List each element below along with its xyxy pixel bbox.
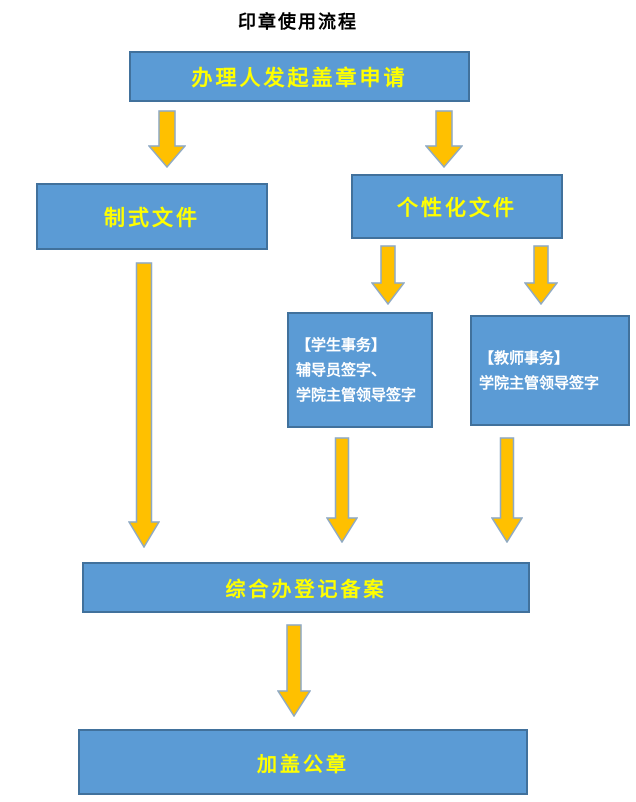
node-student-line-2: 辅导员签字、 xyxy=(296,361,387,379)
node-student-line-1: 【学生事务】 xyxy=(296,336,387,354)
node-student-box: 【学生事务】 辅导员签字、 学院主管领导签字 xyxy=(287,312,433,428)
node-seal-box: 加盖公章 xyxy=(78,729,528,795)
arrow-teacher-to-register xyxy=(491,437,523,543)
arrow-apply-to-custom xyxy=(425,110,463,168)
arrow-student-to-register xyxy=(326,437,358,543)
node-teacher-label: 【教师事务】 学院主管领导签字 xyxy=(472,346,628,396)
node-apply-label: 办理人发起盖章申请 xyxy=(191,65,408,90)
node-teacher-line-1: 【教师事务】 xyxy=(479,349,570,367)
node-custom-label: 个性化文件 xyxy=(397,195,517,220)
arrow-custom-to-student xyxy=(371,245,405,305)
node-student-label: 【学生事务】 辅导员签字、 学院主管领导签字 xyxy=(289,333,431,408)
node-register-box: 综合办登记备案 xyxy=(82,562,530,613)
arrow-apply-to-standard xyxy=(148,110,186,168)
node-seal-label: 加盖公章 xyxy=(257,753,349,776)
node-standard-label: 制式文件 xyxy=(104,205,200,230)
node-student-line-3: 学院主管领导签字 xyxy=(296,386,417,404)
node-teacher-line-2: 学院主管领导签字 xyxy=(479,374,600,392)
page-title: 印章使用流程 xyxy=(238,12,358,32)
node-apply-box: 办理人发起盖章申请 xyxy=(129,51,470,102)
arrow-custom-to-teacher xyxy=(524,245,558,305)
node-teacher-box: 【教师事务】 学院主管领导签字 xyxy=(470,315,630,426)
arrow-standard-to-register xyxy=(128,262,160,548)
node-register-label: 综合办登记备案 xyxy=(225,579,387,601)
node-standard-box: 制式文件 xyxy=(36,183,268,250)
node-custom-box: 个性化文件 xyxy=(351,174,563,239)
arrow-register-to-seal xyxy=(277,624,311,717)
